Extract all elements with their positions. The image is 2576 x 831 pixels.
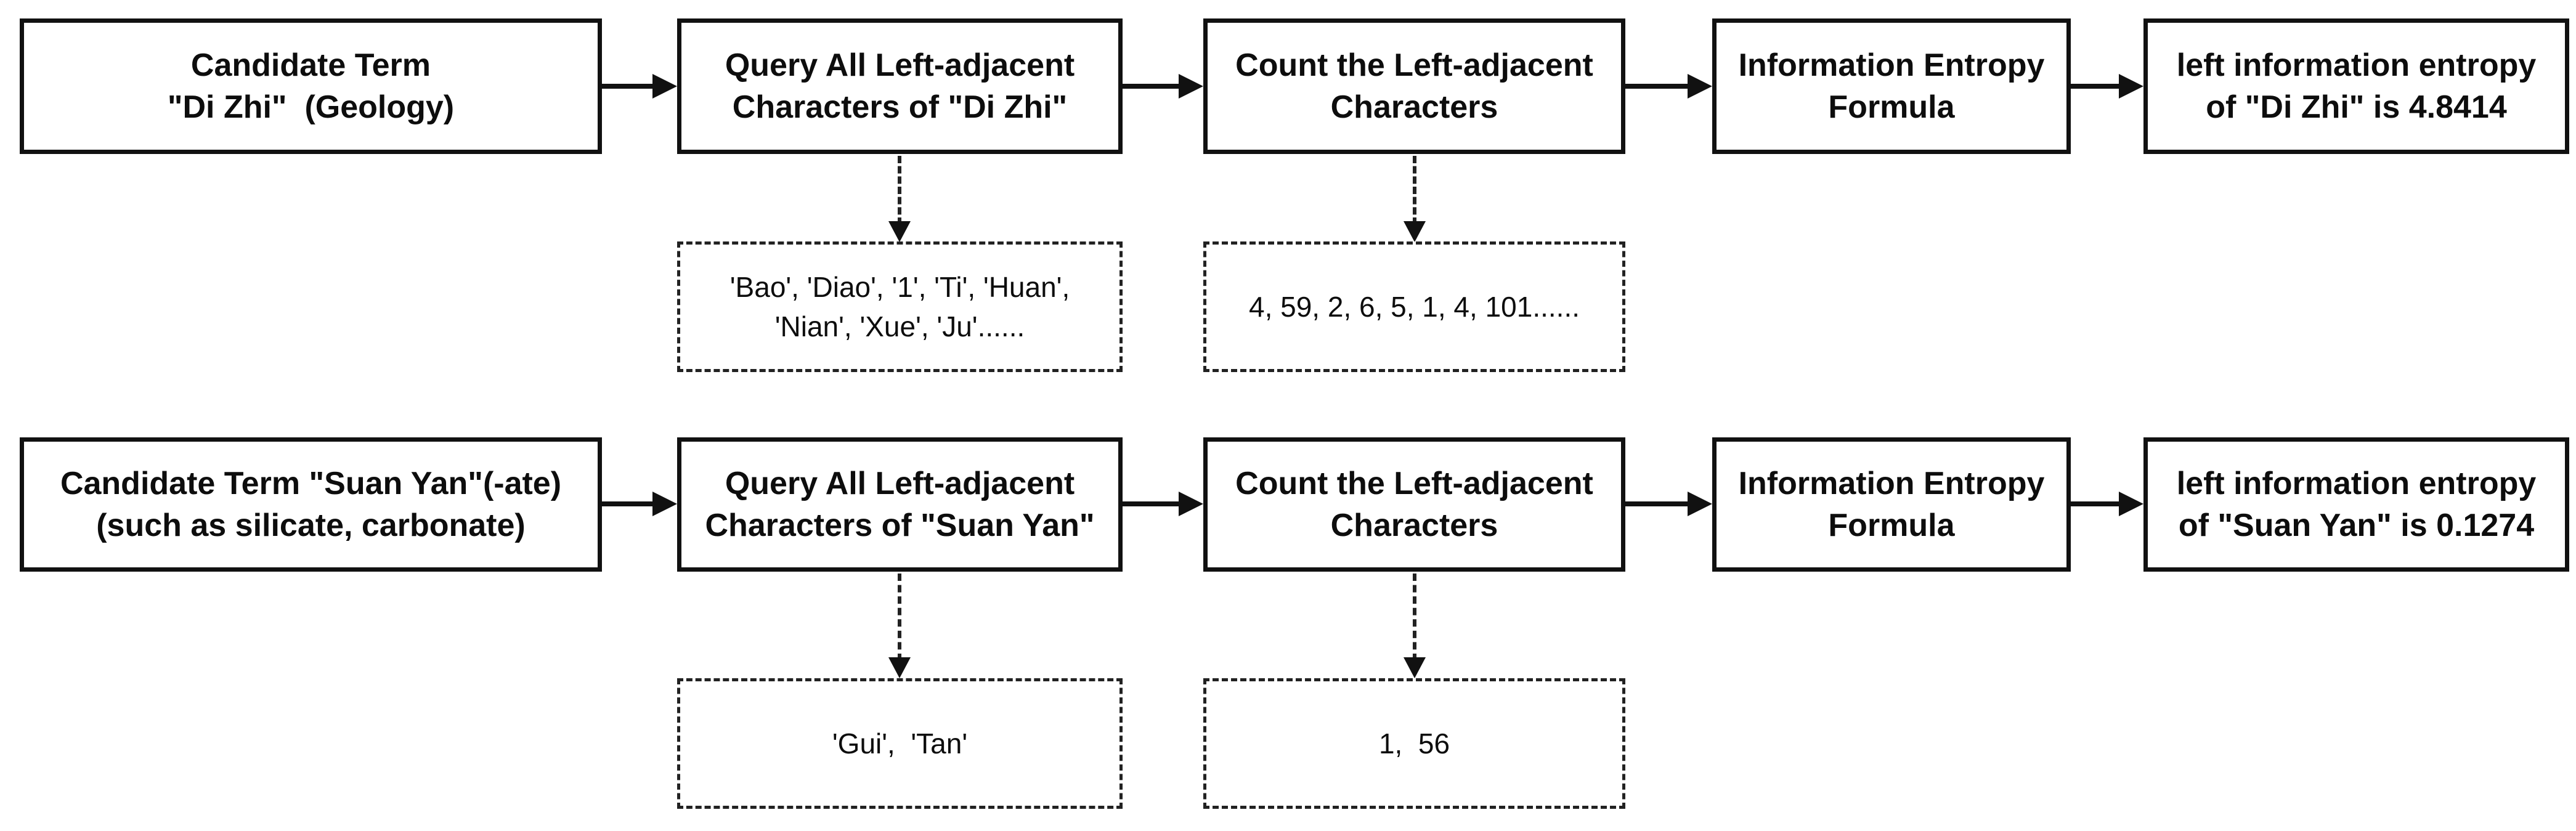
flow-box-entropy-result-dizhi: left information entropy of "Di Zhi" is … [2143, 18, 2569, 154]
arrow-head-icon [1179, 74, 1203, 99]
arrow-head-icon [1404, 657, 1426, 678]
arrow-shaft [898, 574, 901, 661]
arrow-shaft [1625, 501, 1691, 506]
arrow-shaft [898, 156, 901, 225]
note-left-adjacent-chars-suanyan: 'Gui', 'Tan' [677, 678, 1123, 809]
arrow-shaft [602, 84, 656, 89]
flow-box-entropy-formula-row2: Information Entropy Formula [1712, 437, 2071, 572]
note-counts-suanyan: 1, 56 [1203, 678, 1625, 809]
arrow-head-icon [2119, 492, 2143, 516]
arrow-shaft [1123, 84, 1182, 89]
arrow-shaft [1413, 156, 1416, 225]
arrow-head-icon [1688, 74, 1712, 99]
flow-box-candidate-term-dizhi: Candidate Term "Di Zhi" (Geology) [20, 18, 602, 154]
arrow-head-icon [652, 74, 677, 99]
arrow-head-icon [888, 221, 911, 242]
flow-box-count-left-adjacent-row1: Count the Left-adjacent Characters [1203, 18, 1625, 154]
arrow-shaft [1625, 84, 1691, 89]
flow-box-query-left-adjacent-suanyan: Query All Left-adjacent Characters of "S… [677, 437, 1123, 572]
arrow-shaft [2071, 501, 2123, 506]
arrow-head-icon [1179, 492, 1203, 516]
arrow-shaft [1123, 501, 1182, 506]
note-counts-dizhi: 4, 59, 2, 6, 5, 1, 4, 101...... [1203, 241, 1625, 372]
flow-box-candidate-term-suanyan: Candidate Term "Suan Yan"(-ate) (such as… [20, 437, 602, 572]
arrow-shaft [1413, 574, 1416, 661]
arrow-head-icon [1688, 492, 1712, 516]
arrow-shaft [602, 501, 656, 506]
flow-box-query-left-adjacent-dizhi: Query All Left-adjacent Characters of "D… [677, 18, 1123, 154]
arrow-head-icon [1404, 221, 1426, 242]
flow-box-count-left-adjacent-row2: Count the Left-adjacent Characters [1203, 437, 1625, 572]
arrow-head-icon [652, 492, 677, 516]
flow-box-entropy-result-suanyan: left information entropy of "Suan Yan" i… [2143, 437, 2569, 572]
arrow-head-icon [888, 657, 911, 678]
arrow-shaft [2071, 84, 2123, 89]
note-left-adjacent-chars-dizhi: 'Bao', 'Diao', '1', 'Ti', 'Huan', 'Nian'… [677, 241, 1123, 372]
flow-box-entropy-formula-row1: Information Entropy Formula [1712, 18, 2071, 154]
arrow-head-icon [2119, 74, 2143, 99]
